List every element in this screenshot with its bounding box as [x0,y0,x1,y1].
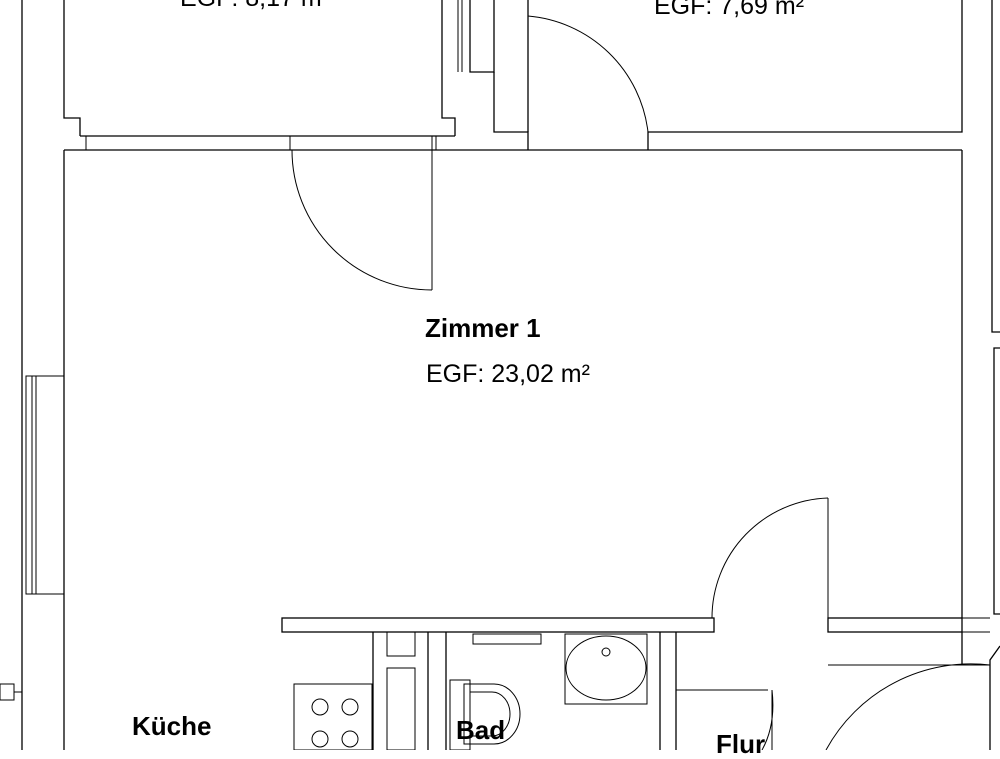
door-flur-bottom [761,689,774,750]
top-left-room-walls [63,0,529,150]
duct-shaft [386,631,416,750]
room-name-zimmer1: Zimmer 1 [425,313,541,343]
top-right-room-walls [527,0,963,150]
bath-fixtures [449,633,648,750]
room-name-kueche: Küche [132,711,212,741]
right-outer-wall [989,0,1000,750]
left-stub [0,683,22,701]
left-window [25,375,65,595]
room-area-zimmer1: EGF: 23,02 m² [426,360,590,388]
zimmer1-walls [21,0,963,750]
door-top-left [291,149,433,291]
door-bottom-right [825,663,991,750]
room-area-top-left: EGF: 8,17 m² [180,0,330,11]
door-top-right [527,15,649,133]
room-area-top-right: EGF: 7,69 m² [654,0,805,20]
lower-partition [281,617,990,750]
kitchen-stove [293,683,373,750]
door-flur [711,497,829,619]
room-name-flur: Flur [716,729,766,759]
room-name-bad: Bad [456,715,506,745]
